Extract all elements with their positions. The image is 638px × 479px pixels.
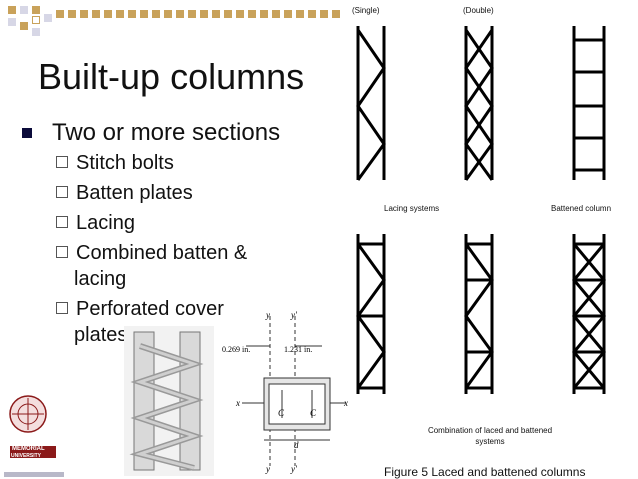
- header-square: [200, 10, 208, 18]
- single-lacing-column: [356, 26, 386, 181]
- combined-column-double: [572, 234, 606, 394]
- figure-caption: Figure 5 Laced and battened columns: [384, 465, 586, 479]
- header-square: [164, 10, 172, 18]
- channel-label-right: C: [310, 408, 317, 418]
- sub-item: Combined batten & lacing: [56, 240, 247, 292]
- header-square: [20, 6, 28, 14]
- crest-icon: [4, 395, 64, 477]
- header-square: [212, 10, 220, 18]
- label-double: (Double): [463, 6, 494, 15]
- header-square: [176, 10, 184, 18]
- slide-title: Built-up columns: [38, 56, 305, 97]
- header-square: [56, 10, 64, 18]
- axis-y-prime-bottom: y': [290, 464, 298, 474]
- checkbox-bullet-icon: [56, 186, 68, 198]
- header-square: [44, 14, 52, 22]
- header-square: [68, 10, 76, 18]
- header-square: [104, 10, 112, 18]
- axis-x-right: x: [343, 398, 348, 408]
- sub-item: Stitch bolts: [56, 150, 174, 176]
- label-battened-column: Battened column: [551, 204, 612, 213]
- logo-name-line2: UNIVERSITY: [11, 453, 42, 459]
- axis-y: y: [265, 310, 270, 320]
- logo-name-line1: MEMORIAL: [12, 446, 45, 452]
- double-lacing-column: [464, 26, 494, 181]
- checkbox-bullet-icon: [56, 216, 68, 228]
- sub-item-label: Lacing: [76, 212, 135, 234]
- university-logo: MEMORIAL UNIVERSITY: [2, 392, 66, 478]
- sub-item: Perforated cover plates: [56, 296, 224, 348]
- label-combination-line1: Combination of laced and battened: [427, 426, 553, 435]
- header-square: [140, 10, 148, 18]
- header-square: [272, 10, 280, 18]
- header-square: [284, 10, 292, 18]
- channel-label-left: C: [278, 408, 285, 418]
- axis-y-prime: y': [290, 310, 298, 320]
- header-square: [128, 10, 136, 18]
- header-square: [152, 10, 160, 18]
- header-square: [224, 10, 232, 18]
- sub-item-label: Perforated cover: [76, 298, 224, 320]
- header-square: [8, 18, 16, 26]
- header-square: [20, 22, 28, 30]
- lacing-illustration: [124, 326, 214, 476]
- label-combination: Combination of laced and battened system…: [390, 425, 590, 447]
- checkbox-bullet-icon: [56, 302, 68, 314]
- dimension-left: 0.269 in.: [222, 345, 250, 354]
- header-square: [260, 10, 268, 18]
- checkbox-bullet-icon: [56, 246, 68, 258]
- header-square: [236, 10, 244, 18]
- axis-x-left: x: [235, 398, 240, 408]
- battened-column: [572, 26, 606, 180]
- sub-item-label-continued: lacing: [74, 268, 127, 290]
- depth-label: d: [294, 440, 299, 450]
- section-drawing: y y' y y' x x 0.269 in. 1.231 in. C C d: [222, 310, 348, 474]
- combined-column-mirrored: [464, 234, 494, 394]
- label-combination-line2: systems: [475, 437, 505, 446]
- sub-item-label: Stitch bolts: [76, 152, 174, 174]
- dimension-right: 1.231 in.: [284, 345, 312, 354]
- header-square: [248, 10, 256, 18]
- sub-item-label: Combined batten &: [76, 242, 248, 264]
- header-square: [32, 28, 40, 36]
- decorative-header-pattern: [0, 0, 345, 44]
- axis-y-bottom: y: [265, 464, 270, 474]
- label-lacing-systems: Lacing systems: [384, 204, 440, 213]
- header-square: [32, 16, 40, 24]
- header-square: [296, 10, 304, 18]
- bullet-marker: [22, 128, 32, 138]
- header-square: [80, 10, 88, 18]
- checkbox-bullet-icon: [56, 156, 68, 168]
- sub-item-label: Batten plates: [76, 182, 193, 204]
- label-single: (Single): [352, 6, 380, 15]
- header-square: [92, 10, 100, 18]
- header-square: [308, 10, 316, 18]
- header-square: [188, 10, 196, 18]
- combined-column-single: [356, 234, 386, 394]
- sub-item: Lacing: [56, 210, 135, 236]
- sub-item: Batten plates: [56, 180, 193, 206]
- sub-item-label-continued: plates: [74, 324, 128, 346]
- bullet-text: Two or more sections: [52, 119, 281, 146]
- header-square: [8, 6, 16, 14]
- header-square: [320, 10, 328, 18]
- header-square: [32, 6, 40, 14]
- header-square: [116, 10, 124, 18]
- header-square: [332, 10, 340, 18]
